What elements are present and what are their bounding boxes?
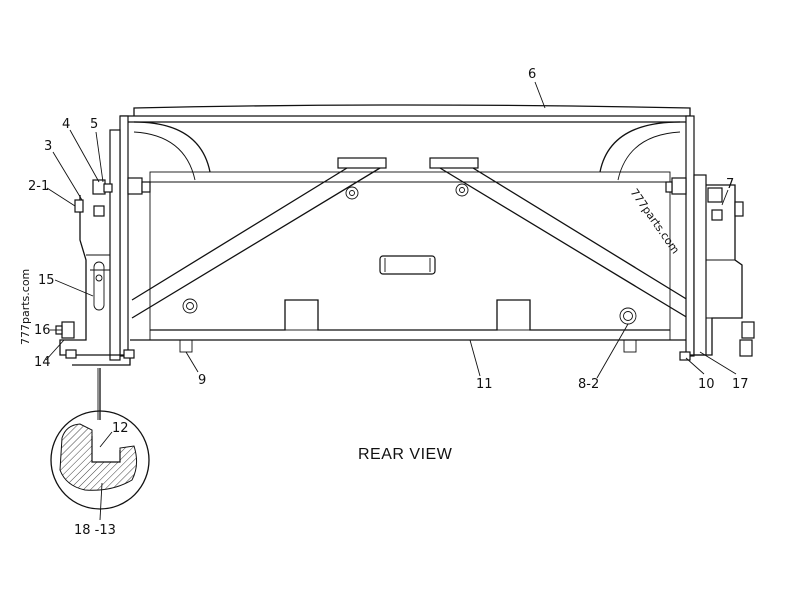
callout-2-1: 2-1 xyxy=(28,179,49,194)
callout-18-13: 18 -13 xyxy=(74,523,116,538)
right-side-bracket xyxy=(665,115,755,361)
callout-6: 6 xyxy=(528,67,536,82)
callout-17: 17 xyxy=(732,377,749,392)
callout-3: 3 xyxy=(44,139,52,154)
callout-7: 7 xyxy=(726,177,734,192)
callout-12: 12 xyxy=(112,421,129,436)
callout-4: 4 xyxy=(62,117,70,132)
watermark-left: 777parts.com xyxy=(19,269,32,345)
bucket-assembly xyxy=(120,104,691,353)
detail-view-circle xyxy=(50,368,150,510)
view-title: REAR VIEW xyxy=(358,446,453,463)
callout-8-2: 8-2 xyxy=(578,377,599,392)
callout-15: 15 xyxy=(38,273,55,288)
callout-9: 9 xyxy=(198,373,206,388)
callout-11: 11 xyxy=(476,377,493,392)
callout-10: 10 xyxy=(698,377,715,392)
callout-14: 14 xyxy=(34,355,51,370)
watermark-center: 777parts.com xyxy=(628,186,682,256)
left-side-bracket xyxy=(55,115,151,366)
callout-16: 16 xyxy=(34,323,51,338)
callout-5: 5 xyxy=(90,117,98,132)
callout-labels: 6 4 5 3 2-1 7 15 16 14 9 11 8-2 10 17 12… xyxy=(28,67,749,538)
leader-lines xyxy=(45,81,737,521)
